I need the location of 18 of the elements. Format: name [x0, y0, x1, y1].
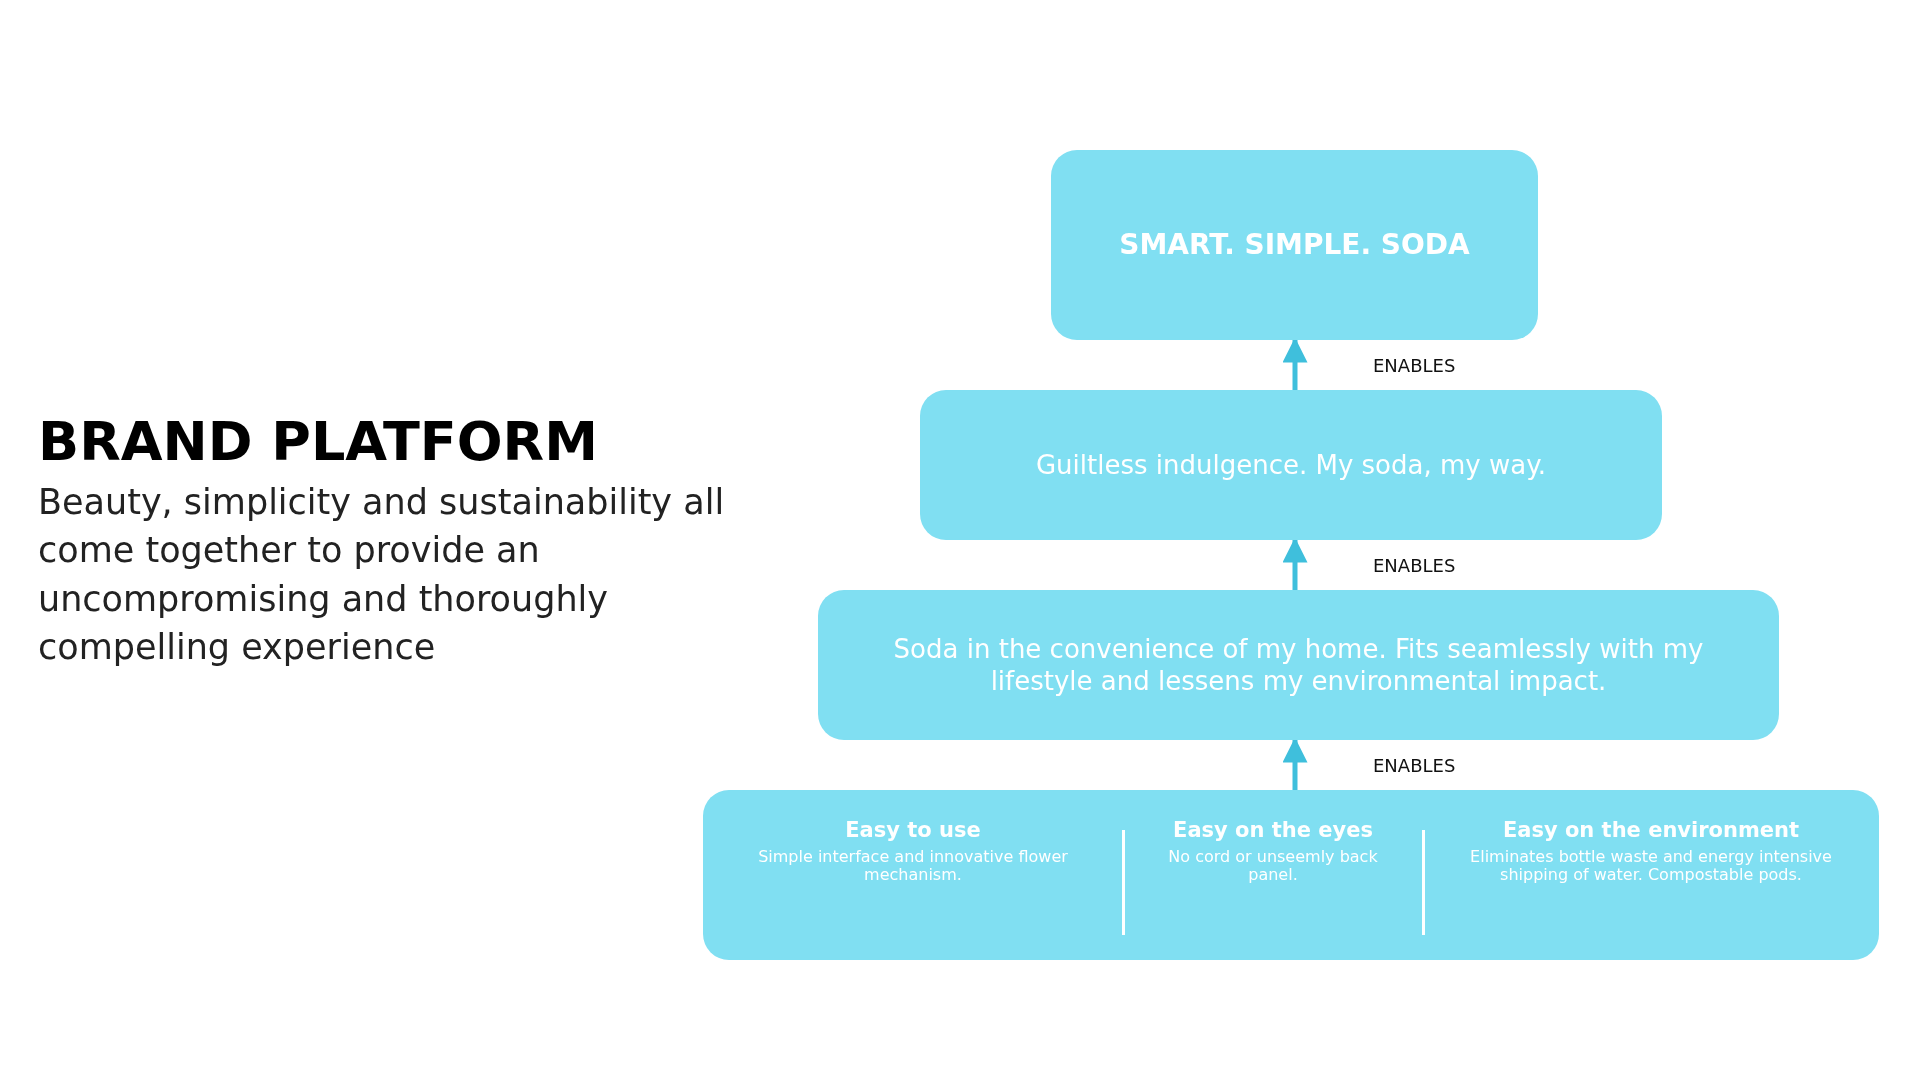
- arrow: [1282, 337, 1308, 390]
- column-description: Eliminates bottle waste and energy intensive shipping of water. Compostable pods.: [1469, 848, 1833, 885]
- column-heading: Easy on the environment: [1502, 818, 1800, 842]
- column-description: Simple interface and innovative flower mechanism.: [757, 848, 1069, 885]
- title: BRAND PLATFORM: [38, 410, 598, 473]
- column-heading: Easy on the eyes: [1173, 818, 1373, 842]
- pyramid-tier: [1051, 150, 1538, 340]
- column-description: No cord or unseemly back panel.: [1167, 848, 1379, 885]
- pyramid-tier: [818, 590, 1779, 740]
- arrow: [1282, 737, 1308, 790]
- column-heading: Easy to use: [845, 818, 981, 842]
- pyramid-tier: [920, 390, 1662, 540]
- tier-text: Soda in the convenience of my home. Fits seamlessly with my lifestyle and lessens my environmental impact.: [892, 632, 1705, 698]
- pyramid-tier: [703, 790, 1879, 960]
- tier-text: Guiltless indulgence. My soda, my way.: [1034, 448, 1548, 482]
- description-text: Beauty, simplicity and sustainability all come together to provide an uncompromising and thoroughly compelling experience: [38, 481, 726, 669]
- arrow: [1282, 537, 1308, 590]
- tier-text: SMART. SIMPLE. SODA: [1118, 228, 1471, 262]
